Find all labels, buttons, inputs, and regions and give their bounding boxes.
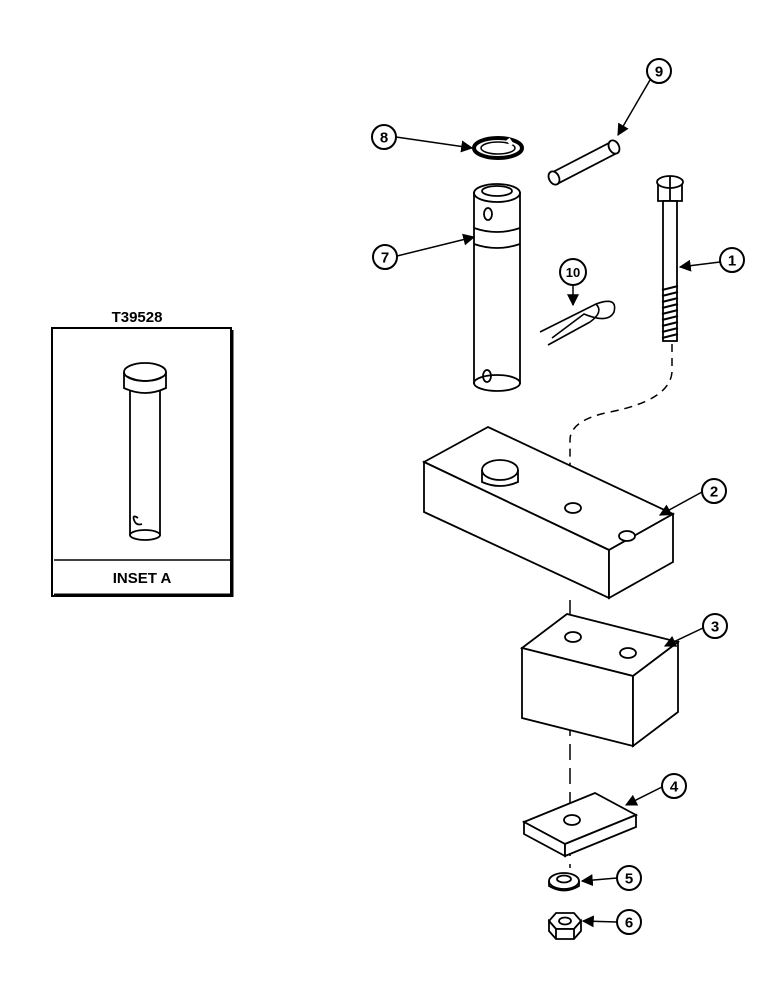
part-7-pin	[473, 183, 521, 392]
svg-text:1: 1	[728, 253, 736, 270]
callout-3: 3	[702, 613, 728, 639]
svg-text:6: 6	[625, 915, 633, 932]
inset-caption: INSET A	[113, 570, 172, 587]
svg-text:9: 9	[655, 64, 663, 81]
callout-leaders	[395, 79, 721, 928]
part-5-lock-washer	[548, 872, 580, 892]
callout-4: 4	[661, 773, 687, 799]
part-8-snap-ring	[472, 136, 524, 160]
callout-10: 10	[559, 258, 587, 286]
callout-7: 7	[372, 244, 398, 270]
svg-text:4: 4	[670, 779, 679, 796]
callout-5: 5	[616, 865, 642, 891]
callout-6: 6	[616, 909, 642, 935]
callout-2: 2	[701, 478, 727, 504]
svg-text:10: 10	[566, 265, 580, 280]
inset-part-number: T39528	[112, 309, 163, 326]
svg-text:8: 8	[380, 130, 388, 147]
svg-text:7: 7	[381, 250, 389, 267]
svg-text:3: 3	[711, 619, 719, 636]
callout-9: 9	[646, 58, 672, 84]
inset-a: T39528 INSET A	[51, 309, 234, 597]
inset-pin-drawing	[123, 362, 167, 541]
callout-8: 8	[371, 124, 397, 150]
part-2-plate	[422, 425, 675, 600]
part-9-roll-pin	[547, 139, 621, 186]
callout-1: 1	[719, 247, 745, 273]
svg-text:2: 2	[710, 484, 718, 501]
part-6-hex-nut	[547, 912, 583, 940]
svg-text:5: 5	[625, 871, 633, 888]
part-3-spacer-block	[519, 613, 681, 748]
part-4-washer-plate	[521, 792, 639, 858]
part-1-bolt	[656, 175, 684, 342]
part-10-hair-pin-clip	[539, 300, 616, 346]
